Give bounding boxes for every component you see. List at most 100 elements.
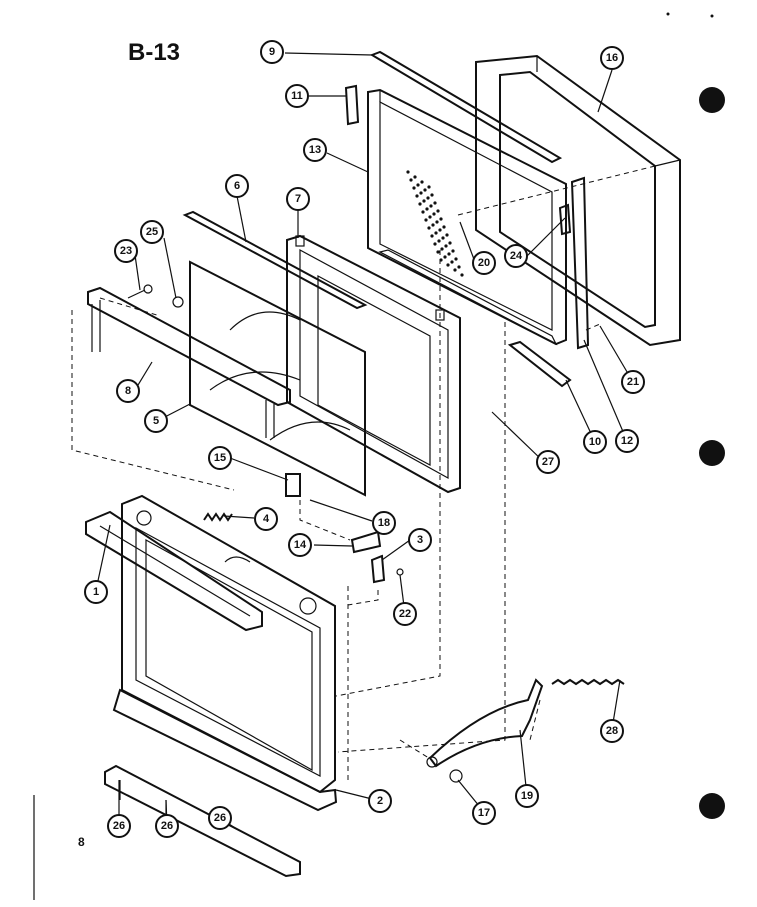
callout-bubble — [84, 580, 108, 604]
perforation-dot — [457, 265, 461, 269]
callout-c20: 20 — [472, 251, 496, 275]
part-front-channel — [87, 286, 291, 438]
callout-c15: 15 — [208, 446, 232, 470]
callout-label: 12 — [621, 435, 633, 447]
part-side-bracket — [570, 176, 590, 350]
perforation-dot — [428, 215, 432, 219]
callout-bubble — [116, 379, 140, 403]
callout-label: 6 — [234, 180, 240, 192]
callout-c16: 16 — [600, 46, 624, 70]
perforation-dot — [421, 210, 425, 214]
callout-c6: 6 — [225, 174, 249, 198]
callout-c4: 4 — [254, 507, 278, 531]
callout-bubble — [107, 814, 131, 838]
callout-label: 14 — [294, 539, 307, 551]
callout-c26-bot: 26 — [208, 806, 232, 830]
perforation-dot — [450, 260, 454, 264]
perforation-dot — [424, 218, 428, 222]
callout-c26-left: 26 — [107, 814, 131, 838]
perforation-dot — [409, 178, 413, 182]
callout-bubble — [260, 40, 284, 64]
callout-bubble — [368, 789, 392, 813]
callout-label: 11 — [291, 90, 303, 102]
callout-bubble — [536, 450, 560, 474]
part-screw-and-washer — [127, 284, 184, 308]
part-hinge-plate — [558, 203, 572, 236]
perforation-dot — [453, 268, 457, 272]
callout-label: 15 — [214, 452, 226, 464]
part-inner-liner-frame — [367, 88, 567, 346]
perforation-dot — [436, 250, 440, 254]
callout-c5: 5 — [144, 409, 168, 433]
callout-bubble — [208, 446, 232, 470]
perforation-dot — [451, 249, 455, 253]
callout-c22: 22 — [393, 602, 417, 626]
perforation-dot — [413, 175, 417, 179]
callout-label: 2 — [377, 795, 383, 807]
callout-bubble — [225, 174, 249, 198]
callout-bubble — [285, 84, 309, 108]
callout-label: 20 — [478, 257, 490, 269]
callout-bubble — [621, 370, 645, 394]
part-top-strip — [369, 50, 563, 164]
callout-c12: 12 — [615, 429, 639, 453]
callout-label: 9 — [269, 46, 275, 58]
callout-bubble — [372, 511, 396, 535]
callout-c7: 7 — [286, 187, 310, 211]
callout-label: 19 — [521, 790, 533, 802]
perforation-dot — [418, 202, 422, 206]
callout-label: 18 — [378, 517, 390, 529]
perforation-dot — [436, 209, 440, 213]
perforation-dot — [431, 223, 435, 227]
part-hinge-arm-assembly — [426, 678, 625, 783]
part-outer-door — [112, 494, 338, 812]
perforation-dot — [429, 204, 433, 208]
perforation-dot — [433, 242, 437, 246]
perforation-dot — [426, 196, 430, 200]
callout-c9-top: 9 — [260, 40, 284, 64]
perforation-dot — [439, 217, 443, 221]
callout-bubble — [155, 814, 179, 838]
callout-bubble — [615, 429, 639, 453]
binder-hole-top — [699, 87, 725, 113]
perforation-dot — [412, 186, 416, 190]
page-number: 8 — [78, 835, 85, 849]
perforation-dot — [445, 233, 449, 237]
perforation-dot — [415, 194, 419, 198]
diagram-title: B-13 — [128, 39, 180, 66]
callout-label: 3 — [417, 534, 423, 546]
alignment-lines — [71, 165, 656, 780]
callout-label: 13 — [309, 144, 321, 156]
part-door-handle — [85, 510, 263, 632]
scan-speck — [710, 14, 714, 18]
callout-bubble — [254, 507, 278, 531]
callout-bubble — [600, 719, 624, 743]
callout-c25: 25 — [140, 220, 164, 244]
callout-label: 22 — [399, 608, 411, 620]
callout-c21: 21 — [621, 370, 645, 394]
callout-c13: 13 — [303, 138, 327, 162]
perforation-dot — [419, 191, 423, 195]
part-glass-top-strip — [182, 210, 368, 310]
perforation-dot — [430, 234, 434, 238]
callout-bubble — [288, 533, 312, 557]
callout-bubble — [583, 430, 607, 454]
callout-c14: 14 — [288, 533, 312, 557]
callout-c8: 8 — [116, 379, 140, 403]
callout-c1: 1 — [84, 580, 108, 604]
perforation-dot — [423, 188, 427, 192]
perforation-dot — [433, 201, 437, 205]
callout-bubble — [408, 528, 432, 552]
callout-bubble — [208, 806, 232, 830]
part-rear-outer-frame — [475, 54, 681, 347]
callout-label: 26 — [113, 820, 125, 832]
callout-bubble — [600, 46, 624, 70]
perforation-pattern — [406, 170, 464, 277]
perforation-dot — [420, 180, 424, 184]
perforation-dot — [446, 263, 450, 267]
part-small-clip — [344, 84, 360, 126]
callout-c19: 19 — [515, 784, 539, 808]
callout-c27: 27 — [536, 450, 560, 474]
scan-speck — [666, 12, 670, 16]
